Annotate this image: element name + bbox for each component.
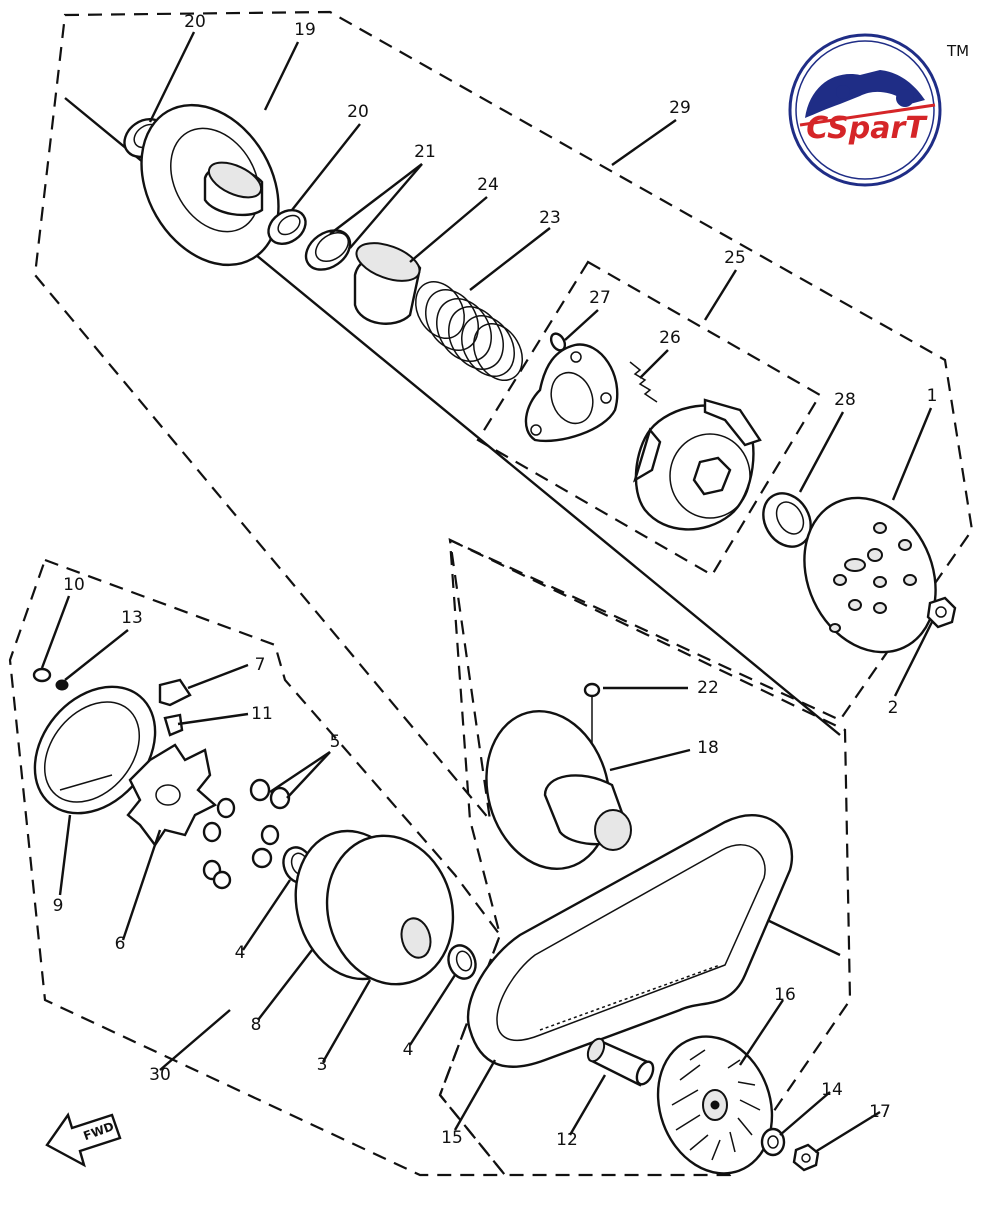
group-transmission-outline [438,538,852,1177]
label-part-19: 19 [294,20,316,40]
label-part-27: 27 [589,288,611,308]
label-part-14: 14 [821,1080,843,1100]
label-part-15: 15 [441,1128,463,1148]
leader-lines [40,31,934,1154]
clutch-housing-1 [803,496,937,654]
label-part-29: 29 [669,98,691,118]
o-rings-21 [304,229,352,271]
fixed-sheave-18 [485,709,632,871]
label-part-20-top: 20 [184,12,206,32]
label-part-24: 24 [477,175,499,195]
label-part-4-lower: 4 [403,1040,414,1060]
label-part-17: 17 [869,1102,891,1122]
label-part-26: 26 [659,328,681,348]
label-part-1: 1 [927,386,938,406]
washer-14 [760,1127,786,1157]
trademark-text: TM [946,42,969,60]
bearing-28 [762,492,812,548]
nut-17 [792,1143,820,1172]
slider-7 [158,678,192,707]
brand-logo: CSparT TM [788,33,969,187]
v-belt-15 [466,814,793,1068]
cover-plate-9 [33,685,157,815]
label-part-22: 22 [697,678,719,698]
label-part-6: 6 [115,934,126,954]
spacer-12 [586,1037,655,1087]
collar-4-lower [447,944,477,980]
compression-spring-23 [415,281,523,381]
label-part-2: 2 [888,698,899,718]
label-part-21: 21 [414,142,436,162]
label-part-20-inner: 20 [347,102,369,122]
label-part-13: 13 [121,608,143,628]
washer-13 [55,679,69,691]
spring-seat-24 [353,242,422,325]
clutch-plate-25 [524,343,619,443]
label-part-12: 12 [556,1130,578,1150]
label-part-25: 25 [724,248,746,268]
rollers-5 [202,778,291,890]
nut-2 [926,596,957,629]
fwd-arrow-icon: FWD [45,1112,122,1168]
label-part-5: 5 [330,732,341,752]
label-part-4-upper: 4 [235,943,246,963]
brand-logo-text: CSparT [806,111,928,146]
label-part-30: 30 [149,1065,171,1085]
screw-10 [32,667,52,683]
sliding-sheave-19 [140,103,280,267]
label-part-11: 11 [251,704,273,724]
slider-11 [163,713,184,737]
label-part-18: 18 [697,738,719,758]
label-part-16: 16 [774,985,796,1005]
primary-sheave-3 [325,834,455,986]
clutch-spring-26 [629,361,658,403]
label-part-8: 8 [251,1015,262,1035]
group-25-outline [476,260,822,577]
fan-sheave-16 [656,1035,774,1175]
label-part-23: 23 [539,208,561,228]
label-part-9: 9 [53,896,64,916]
collar-20-inner [267,208,307,246]
label-part-10: 10 [63,575,85,595]
group-29-outline [33,10,974,824]
label-part-3: 3 [317,1055,328,1075]
ramp-plate-6 [126,743,218,848]
label-part-7: 7 [255,655,266,675]
label-part-28: 28 [834,390,856,410]
clutch-shoe-assembly [632,398,762,531]
